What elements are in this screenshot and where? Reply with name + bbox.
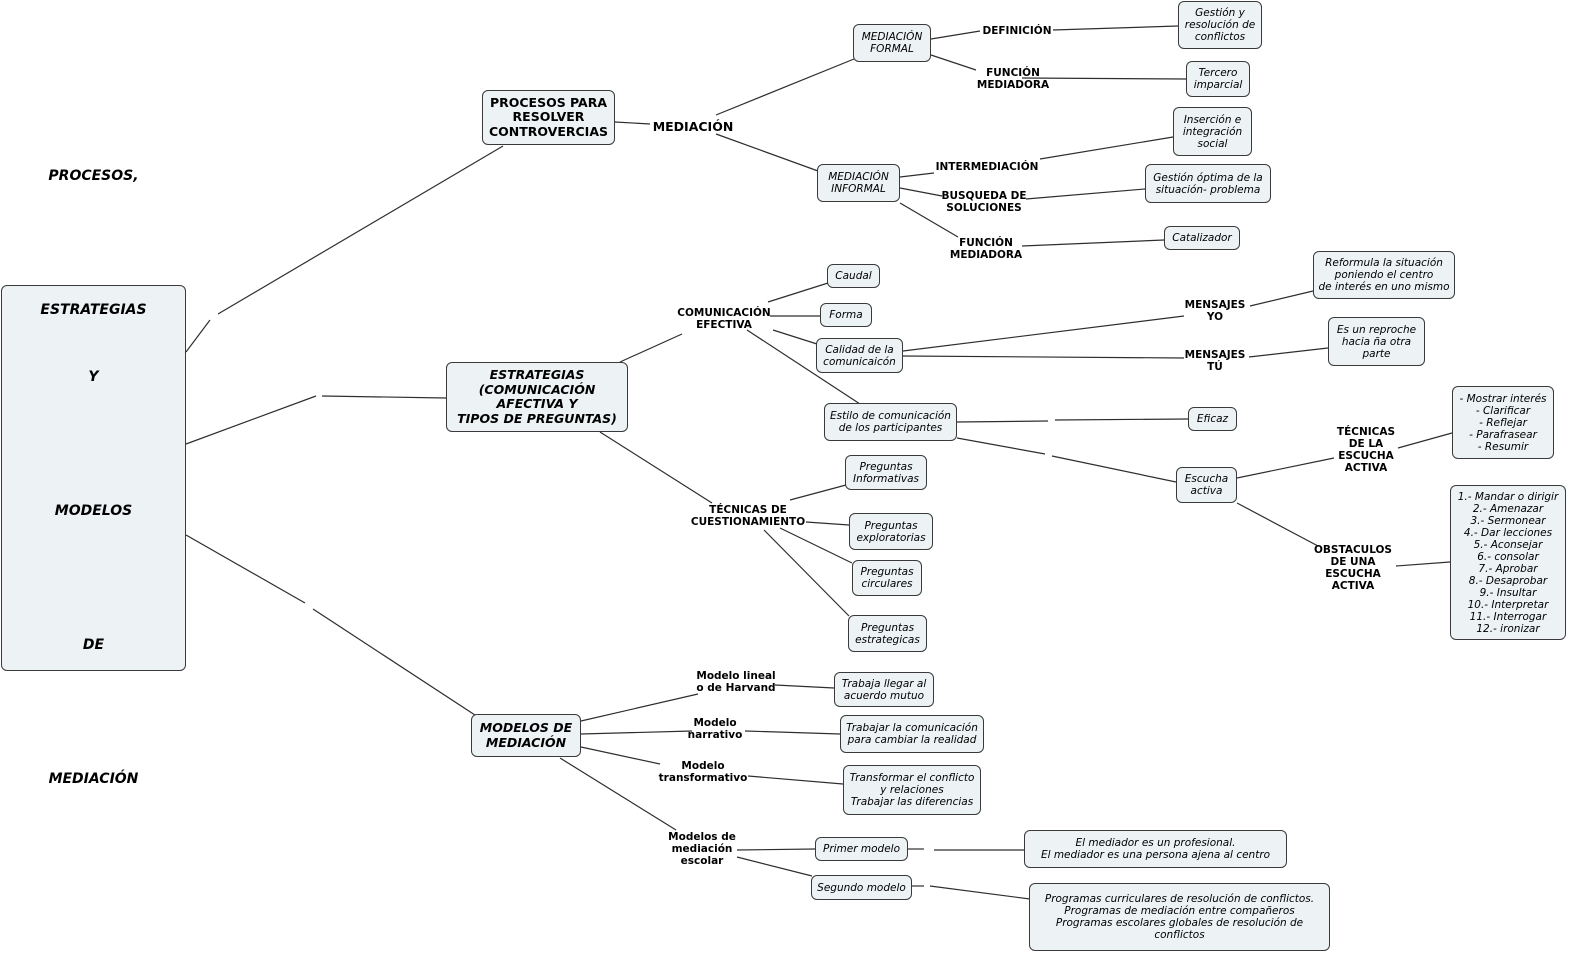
node-programas: Programas curriculares de resolución de … bbox=[1029, 883, 1330, 951]
node-estrategias: ESTRATEGIAS (COMUNICACIÓN AFECTIVA Y TIP… bbox=[446, 362, 628, 432]
node-mediacion-formal: MEDIACIÓN FORMAL bbox=[853, 24, 931, 62]
node-eficaz: Eficaz bbox=[1188, 407, 1237, 431]
label-mediacion: MEDIACIÓN bbox=[652, 119, 734, 134]
label-intermediacion: INTERMEDIACIÓN bbox=[935, 161, 1039, 173]
node-procesos: PROCESOS PARA RESOLVER CONTROVERCIAS bbox=[482, 90, 615, 145]
label-funcion-mediadora-1: FUNCIÓN MEDIADORA bbox=[976, 67, 1050, 91]
node-insercion-integracion: Inserción e integración social bbox=[1173, 107, 1252, 156]
node-primer-modelo: Primer modelo bbox=[815, 837, 908, 861]
node-transformar-conflicto: Transformar el conflicto y relaciones Tr… bbox=[843, 765, 981, 815]
node-mostrar-interes: - Mostrar interés - Clarificar - Refleja… bbox=[1452, 386, 1554, 459]
node-escucha-activa: Escucha activa bbox=[1176, 467, 1237, 503]
node-preguntas-exploratorias: Preguntas exploratorias bbox=[849, 513, 933, 550]
node-modelos: MODELOS DE MEDIACIÓN bbox=[471, 714, 581, 757]
label-tecnicas-cuestionamiento: TÉCNICAS DE CUESTIONAMIENTO bbox=[690, 504, 806, 528]
node-reformula-situacion: Reformula la situación poniendo el centr… bbox=[1313, 251, 1455, 299]
label-funcion-mediadora-2: FUNCIÓN MEDIADORA bbox=[949, 237, 1023, 261]
label-obstaculos: OBSTACULOS DE UNA ESCUCHA ACTIVA bbox=[1313, 544, 1393, 592]
node-gestion-resolucion: Gestión y resolución de conflictos bbox=[1178, 1, 1262, 49]
label-definicion: DEFINICIÓN bbox=[982, 25, 1052, 37]
label-mensajes-yo: MENSAJES YO bbox=[1184, 299, 1246, 323]
node-gestion-optima: Gestión óptima de la situación- problema bbox=[1145, 164, 1271, 203]
node-segundo-modelo: Segundo modelo bbox=[811, 875, 912, 900]
node-trabaja-acuerdo: Trabaja llegar al acuerdo mutuo bbox=[834, 672, 934, 707]
label-tecnicas-escucha: TÉCNICAS DE LA ESCUCHA ACTIVA bbox=[1336, 426, 1396, 474]
node-estilo-comunicacion: Estilo de comunicación de los participan… bbox=[824, 403, 957, 441]
node-mediador-profesional: El mediador es un profesional. El mediad… bbox=[1024, 830, 1287, 868]
node-catalizador: Catalizador bbox=[1164, 226, 1240, 250]
node-preguntas-informativas: Preguntas Informativas bbox=[845, 455, 927, 490]
node-mediacion-informal: MEDIACIÓN INFORMAL bbox=[817, 164, 900, 202]
label-busqueda-soluciones: BUSQUEDA DE SOLUCIONES bbox=[941, 190, 1027, 214]
root-node: PROCESOS, ESTRATEGIAS Y MODELOS DE MEDIA… bbox=[1, 168, 186, 787]
root-label: PROCESOS, ESTRATEGIAS Y MODELOS DE MEDIA… bbox=[40, 168, 147, 787]
node-forma: Forma bbox=[820, 303, 872, 327]
node-preguntas-estrategicas: Preguntas estrategicas bbox=[848, 615, 927, 652]
label-mensajes-tu: MENSAJES TÚ bbox=[1184, 349, 1246, 373]
label-comunicacion-efectiva: COMUNICACIÓN EFECTIVA bbox=[677, 307, 771, 331]
node-caudal: Caudal bbox=[827, 264, 880, 288]
label-modelo-harvard: Modelo lineal o de Harvand bbox=[696, 670, 776, 694]
label-modelos-escolar: Modelos de mediación escolar bbox=[668, 831, 736, 867]
node-obstaculos-list: 1.- Mandar o dirigir 2.- Amenazar 3.- Se… bbox=[1450, 485, 1566, 640]
node-tercero-imparcial: Tercero imparcial bbox=[1186, 61, 1250, 97]
label-modelo-transformativo: Modelo transformativo bbox=[658, 760, 748, 784]
node-trabajar-comunicacion: Trabajar la comunicación para cambiar la… bbox=[840, 715, 984, 753]
node-calidad-comunicacion: Calidad de la comunicaicón bbox=[816, 338, 903, 373]
node-reproche: Es un reproche hacia ña otra parte bbox=[1328, 317, 1425, 366]
node-preguntas-circulares: Preguntas circulares bbox=[852, 560, 922, 596]
label-modelo-narrativo: Modelo narrativo bbox=[687, 717, 743, 741]
